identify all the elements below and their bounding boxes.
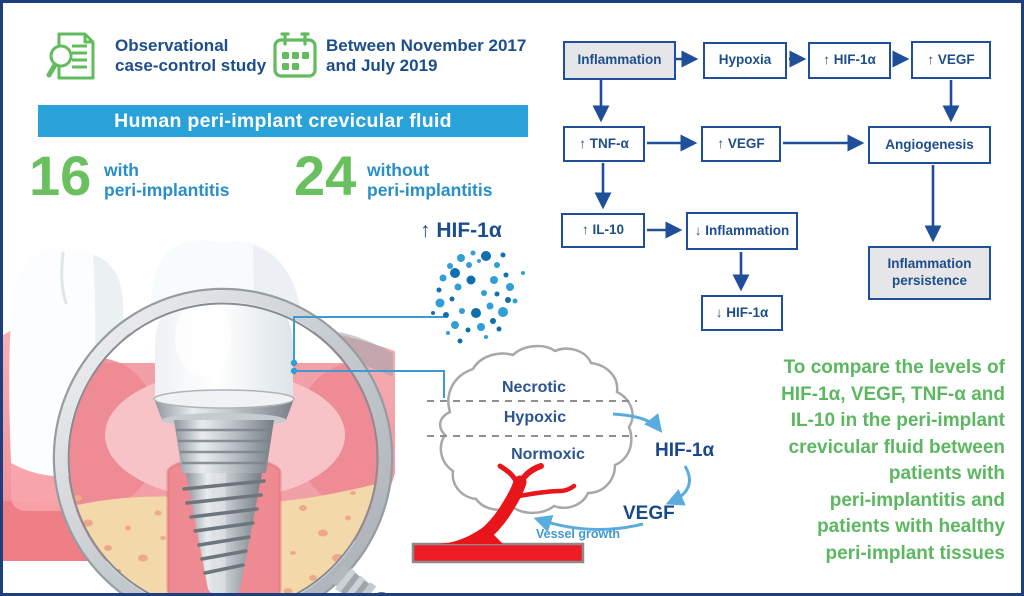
cohort-label-with: with peri-implantitis <box>104 160 229 200</box>
flow-node-inflammation-down: ↓ Inflammation <box>686 212 798 250</box>
flowchart-arrows <box>592 50 960 292</box>
hif-molecules-dots-icon <box>431 250 525 344</box>
magnifier-ring <box>52 287 394 593</box>
screw-threads <box>182 479 266 575</box>
diagram-arrows <box>533 412 691 533</box>
study-dates-text: Between November 2017 and July 2019 <box>326 36 526 76</box>
objective-line: patients with <box>888 463 1005 484</box>
flow-node-inflammation: Inflammation <box>563 41 676 80</box>
callout-lines <box>293 316 445 398</box>
study-type-line1: Observational <box>115 36 229 55</box>
flow-node-angiogenesis: Angiogenesis <box>868 126 991 164</box>
zone-label-necrotic: Necrotic <box>501 379 567 396</box>
magnifier-handle <box>329 565 425 593</box>
hypoxia-blob <box>427 344 637 515</box>
objective-line: HIF-1α, VEGF, TNF-α and <box>781 383 1005 405</box>
cohort-count-with: 16 <box>29 144 92 207</box>
persistence-line1: Inflammation <box>887 256 972 272</box>
flow-node-il10-up: ↑ IL-10 <box>561 213 645 248</box>
cohort-without-line2: peri-implantitis <box>367 180 493 200</box>
cohort-with-line2: peri-implantitis <box>104 180 230 200</box>
objective-line: To compare the levels of <box>783 357 1005 378</box>
flow-node-vegf-up: ↑ VEGF <box>911 41 991 79</box>
flow-node-hif-down: ↓ HIF-1α <box>701 295 783 331</box>
vessel-graphic <box>411 463 585 564</box>
zone-label-normoxic: Normoxic <box>511 446 585 463</box>
banner-title: Human peri-implant crevicular fluid <box>38 105 528 137</box>
cohort-count-without: 24 <box>294 144 357 207</box>
flow-node-hypoxia: Hypoxia <box>703 42 787 79</box>
flow-node-inflammation-persistence: Inflammation persistence <box>868 246 991 300</box>
cohort-without-line1: without <box>367 160 430 180</box>
flow-node-hif-up: ↑ HIF-1α <box>808 42 891 79</box>
objective-line: peri-implantitis and <box>829 489 1005 511</box>
objective-line: IL-10 in the peri-implant <box>790 410 1005 431</box>
objective-line: patients with healthy <box>817 516 1005 537</box>
objective-line: crevicular fluid between <box>788 436 1005 458</box>
flow-node-vegf-up-2: ↑ VEGF <box>701 126 781 162</box>
study-dates-line2: and July 2019 <box>326 56 438 75</box>
cohort-label-without: without peri-implantitis <box>367 160 492 200</box>
scene-graphics <box>3 50 960 593</box>
diagram-hif-label: HIF-1α <box>655 440 715 461</box>
calendar-icon <box>273 32 317 78</box>
study-type-text: Observational case-control study <box>115 36 266 76</box>
objective-line: peri-implant tissues <box>825 542 1006 564</box>
flow-node-tnf-up: ↑ TNF-α <box>563 126 645 162</box>
persistence-line2: persistence <box>891 273 968 288</box>
cohort-with-line1: with <box>104 160 139 180</box>
lens-scene <box>69 304 377 593</box>
objective-text: To compare the levels of HIF-1α, VEGF, T… <box>703 355 1005 567</box>
magnifier-document-icon <box>46 32 95 80</box>
study-type-line2: case-control study <box>115 56 267 75</box>
hif-up-callout-label: ↑ HIF-1α <box>420 219 502 242</box>
zone-label-hypoxic: Hypoxic <box>503 409 567 426</box>
study-dates-line1: Between November 2017 <box>326 36 527 55</box>
vessel-growth-label: Vessel growth <box>535 527 621 541</box>
implant-illustration <box>3 240 425 593</box>
diagram-vegf-label: VEGF <box>623 503 675 524</box>
